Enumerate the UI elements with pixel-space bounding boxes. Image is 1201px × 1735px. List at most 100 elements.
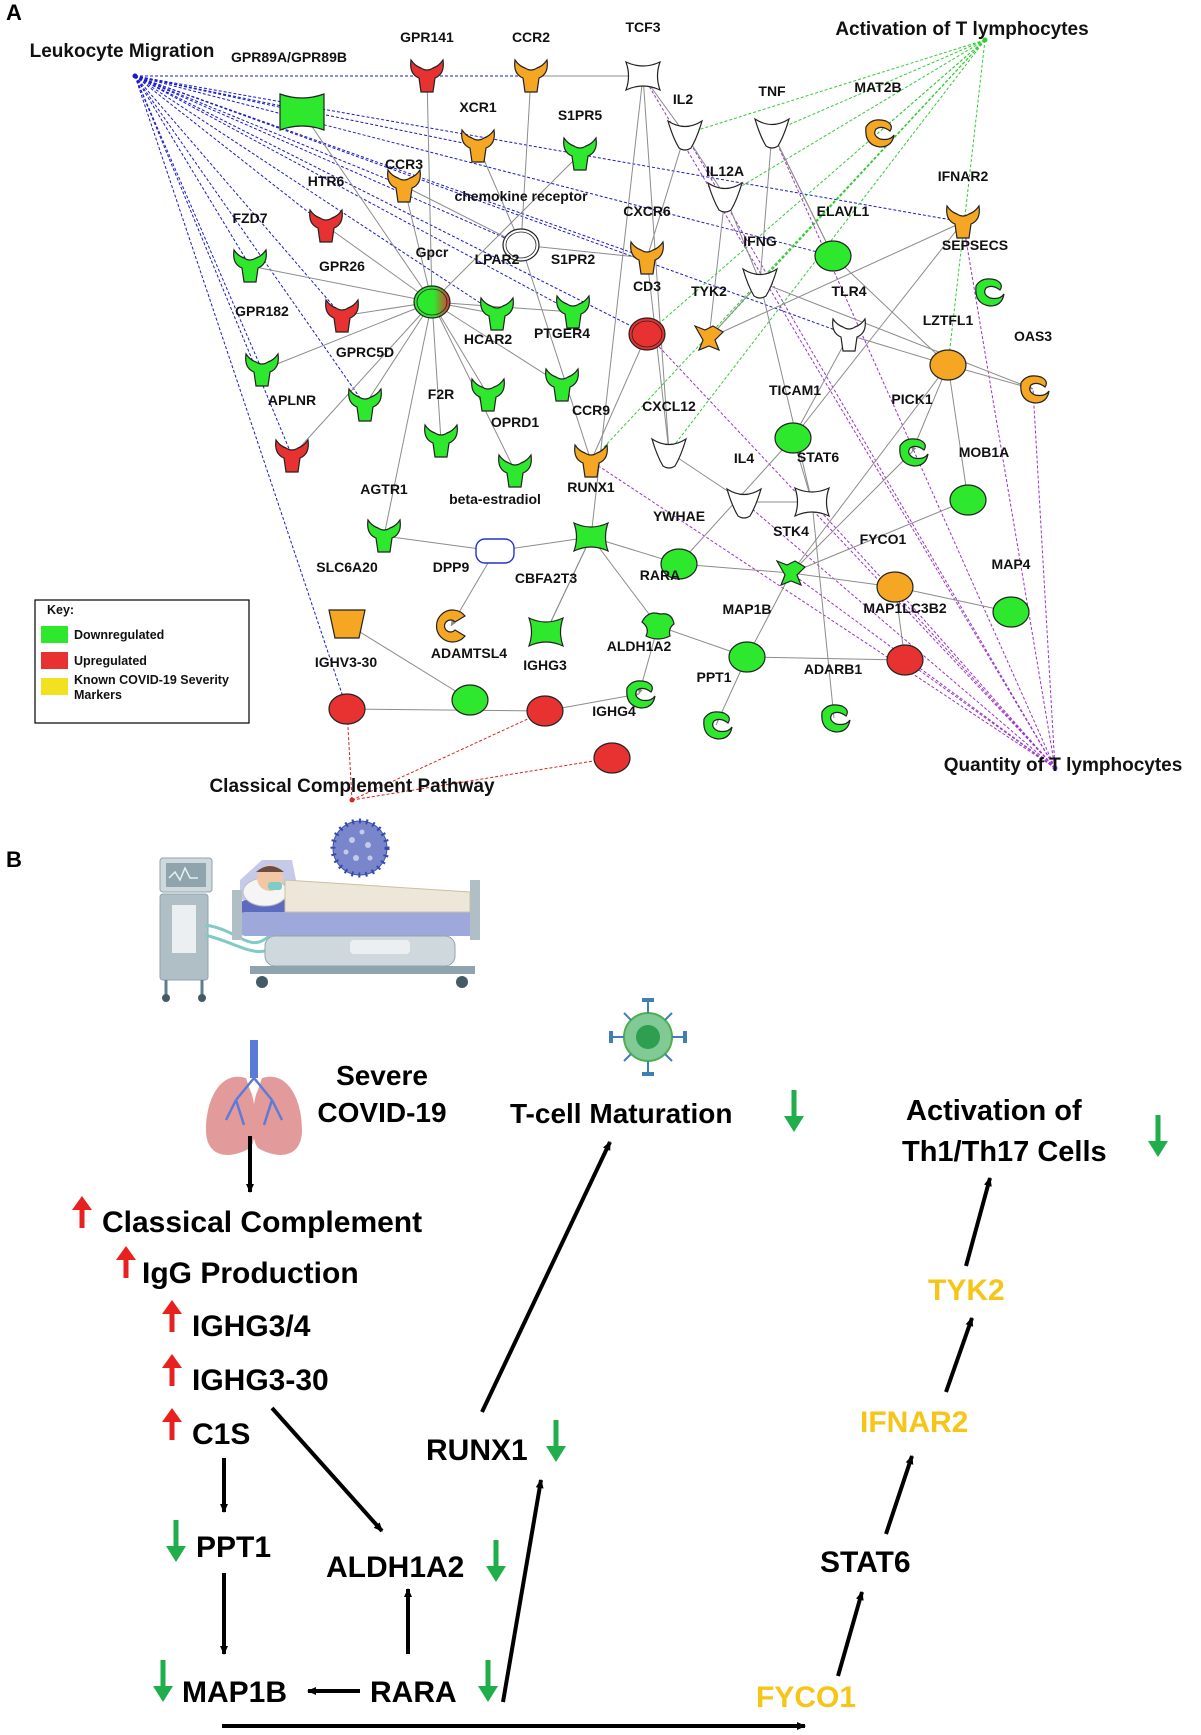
- node-fyco1[interactable]: FYCO1: [860, 531, 914, 603]
- node-oprd1[interactable]: OPRD1: [491, 414, 539, 488]
- node-elavl1[interactable]: ELAVL1: [814, 203, 870, 272]
- node-ighv330[interactable]: IGHV3-30: [315, 654, 377, 725]
- node-estr[interactable]: beta-estradiol: [449, 491, 541, 564]
- edge-leuk-cd3: [134, 75, 648, 335]
- node-ptger4[interactable]: PTGER4: [534, 325, 590, 402]
- node-label: CBFA2T3: [515, 570, 577, 586]
- node-lpar2[interactable]: LPAR2: [475, 251, 520, 331]
- edge-lztfl1-mob1a: [947, 364, 970, 501]
- node-sepsecs[interactable]: SEPSECS: [942, 237, 1008, 307]
- edge-map1b-map1lc3b2: [746, 656, 906, 663]
- process-actT: Activation of T lymphocytes: [835, 19, 1089, 43]
- node-xcr1[interactable]: XCR1: [459, 99, 497, 163]
- node-ccr3[interactable]: CCR3: [385, 156, 423, 203]
- node-cbfa2t3[interactable]: CBFA2T3: [515, 570, 577, 648]
- node-s1pr2[interactable]: S1PR2: [551, 251, 596, 329]
- node-hcar2[interactable]: HCAR2: [464, 331, 512, 412]
- node-cd3[interactable]: CD3: [628, 278, 666, 351]
- node-adamtsl4[interactable]: ADAMTSL4: [431, 645, 507, 716]
- node-stat6[interactable]: STAT6: [793, 449, 839, 518]
- node-oas3[interactable]: OAS3: [1014, 328, 1052, 404]
- node-ywhae[interactable]: YWHAE: [653, 508, 705, 580]
- node-gpr89[interactable]: GPR89A/GPR89B: [231, 49, 347, 131]
- t-cell-maturation-label: T-cell Maturation: [510, 1098, 732, 1129]
- up-arrow-ighg34: [162, 1300, 182, 1332]
- edge-actT-tnf: [771, 39, 986, 133]
- node-il12a[interactable]: IL12A: [706, 163, 744, 213]
- node-fzd7[interactable]: FZD7: [233, 210, 268, 283]
- node-slc6a20[interactable]: SLC6A20: [316, 559, 378, 639]
- node-aldh1a2[interactable]: ALDH1A2: [607, 638, 672, 709]
- edge-qtyT-il2: [684, 133, 1056, 769]
- node-label: LZTFL1: [923, 312, 974, 328]
- edge-tnf-ifng: [757, 131, 773, 283]
- node-rara[interactable]: RARA: [640, 567, 680, 640]
- node-label: STK4: [773, 523, 809, 539]
- node-label: CCR2: [512, 29, 550, 45]
- node-gprc5d[interactable]: GPRC5D: [336, 344, 394, 422]
- edge-gpcr-ptger4: [431, 301, 563, 386]
- node-label: GPR89A/GPR89B: [231, 49, 347, 65]
- rara-label: RARA: [370, 1676, 457, 1709]
- node-il2[interactable]: IL2: [666, 91, 704, 151]
- legend-swatch: [41, 678, 68, 695]
- node-agtr1[interactable]: AGTR1: [360, 481, 408, 553]
- node-ccr9[interactable]: CCR9: [572, 402, 610, 478]
- panel-b: B: [6, 818, 1168, 1730]
- node-stk4[interactable]: STK4: [773, 523, 809, 587]
- up-arrow-igg-production: [116, 1246, 136, 1278]
- arrow-rara-to-runx1: [501, 1479, 544, 1703]
- edge-actT-lztfl1: [947, 39, 986, 366]
- node-runx1[interactable]: RUNX1: [567, 479, 615, 553]
- node-map1lc3b2[interactable]: MAP1LC3B2: [863, 600, 947, 676]
- node-label: GPR182: [235, 303, 289, 319]
- node-mat2b[interactable]: MAT2B: [854, 79, 902, 148]
- legend-title: Key:: [47, 603, 74, 617]
- node-adarb1[interactable]: ADARB1: [804, 661, 863, 733]
- node-ticam1[interactable]: TICAM1: [769, 382, 821, 454]
- node-label: ADARB1: [804, 661, 863, 677]
- node-gpr182[interactable]: GPR182: [235, 303, 289, 387]
- node-tyk2[interactable]: TYK2: [691, 283, 727, 352]
- node-ppt1[interactable]: PPT1: [696, 669, 733, 740]
- edge-leuk-ifnar2: [134, 75, 964, 223]
- arrow-ifnar2-to-tyk2: [944, 1317, 974, 1393]
- node-ifnar2[interactable]: IFNAR2: [938, 168, 989, 239]
- node-label: MAP1LC3B2: [863, 600, 946, 616]
- node-f2r[interactable]: F2R: [424, 386, 458, 458]
- node-cxcr6[interactable]: CXCR6: [623, 203, 671, 275]
- node-ighg4[interactable]: IGHG4: [592, 703, 636, 774]
- node-tlr4[interactable]: TLR4: [832, 283, 867, 352]
- node-label: CCR3: [385, 156, 423, 172]
- node-ifng[interactable]: IFNG: [741, 233, 779, 299]
- node-ccr2[interactable]: CCR2: [512, 29, 550, 93]
- node-map1b[interactable]: MAP1B: [722, 601, 772, 673]
- node-ighg3[interactable]: IGHG3: [523, 657, 567, 727]
- edge-leuk-gpr182: [134, 75, 263, 371]
- node-map4[interactable]: MAP4: [992, 556, 1031, 628]
- node-tnf[interactable]: TNF: [753, 83, 791, 149]
- node-gpr141[interactable]: GPR141: [400, 29, 454, 93]
- node-tcf3[interactable]: TCF3: [624, 19, 662, 92]
- node-pick1[interactable]: PICK1: [891, 391, 933, 467]
- node-chemo[interactable]: chemokine receptor: [454, 188, 588, 262]
- panel-a-letter: A: [6, 0, 22, 25]
- edge-pick1-stk4: [790, 451, 913, 574]
- node-htr6[interactable]: HTR6: [308, 173, 345, 243]
- node-dpp9[interactable]: DPP9: [433, 559, 470, 643]
- edge-elavl1-lztfl1: [832, 255, 949, 366]
- node-il4[interactable]: IL4: [725, 450, 763, 519]
- node-label: TNF: [758, 83, 786, 99]
- tyk2-label: TYK2: [928, 1274, 1005, 1307]
- node-aplnr[interactable]: APLNR: [268, 392, 316, 473]
- node-gpr26[interactable]: GPR26: [319, 258, 365, 333]
- node-mob1a[interactable]: MOB1A: [949, 444, 1009, 516]
- node-label: IFNAR2: [938, 168, 989, 184]
- arrow-runx1-to-tcell: [480, 1141, 612, 1413]
- node-cxcl12[interactable]: CXCL12: [642, 398, 696, 469]
- node-lztfl1[interactable]: LZTFL1: [923, 312, 974, 381]
- edge-leuk-cxcr6: [134, 75, 648, 259]
- node-s1pr5[interactable]: S1PR5: [558, 107, 603, 171]
- node-gpcr[interactable]: Gpcr: [413, 244, 451, 319]
